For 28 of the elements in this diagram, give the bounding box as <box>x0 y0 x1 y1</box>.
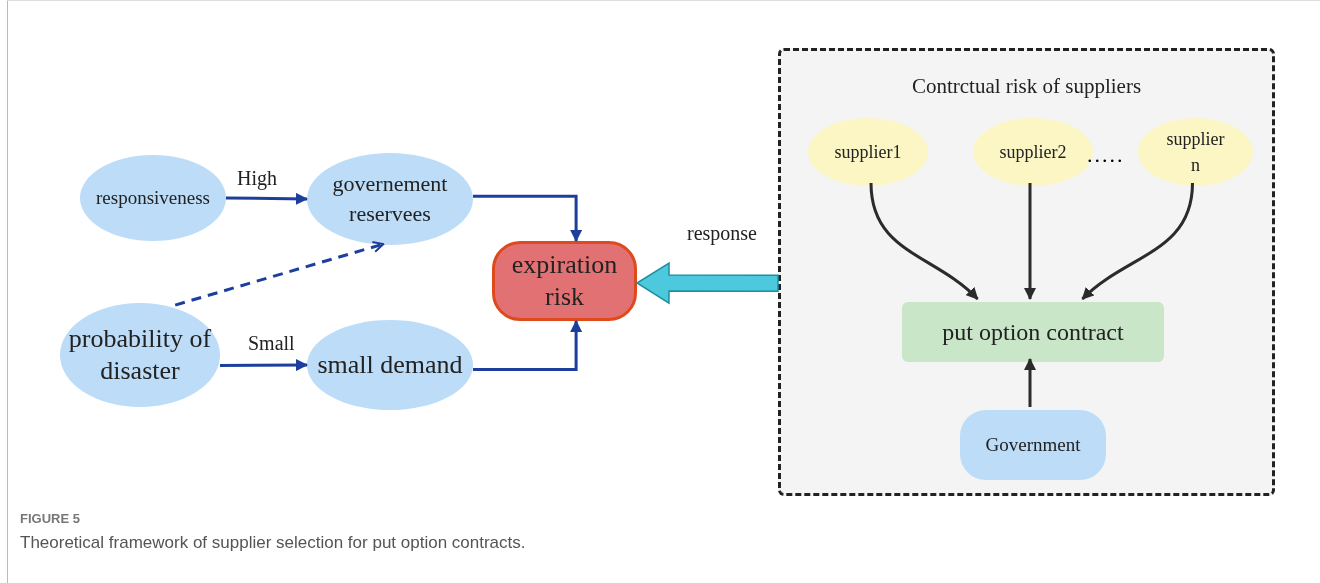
figure-caption: Theoretical framework of supplier selection for put option contracts. <box>20 532 526 554</box>
ellipsis-text: ..... <box>1087 141 1125 169</box>
arrow <box>174 241 385 307</box>
figure-number: FIGURE 5 <box>20 510 80 528</box>
node-text: governement reservees <box>331 170 449 228</box>
arrow <box>1081 182 1194 301</box>
arrow <box>869 182 979 301</box>
arrow <box>1024 358 1036 407</box>
arrow <box>1024 183 1036 300</box>
group-heading: Contrctual risk of suppliers <box>910 73 1143 100</box>
node-text: responsiveness <box>96 185 210 210</box>
arrow <box>473 194 583 242</box>
arrow <box>220 359 308 372</box>
node-text: expiration risk <box>511 249 618 313</box>
dashed-group-box <box>778 48 1275 496</box>
government-box <box>960 410 1106 480</box>
node-text: supplier n <box>1165 128 1226 177</box>
node-text: Government <box>985 432 1081 457</box>
contract-box <box>902 302 1164 362</box>
node-text: probability of disaster <box>67 323 213 387</box>
arrow <box>225 192 308 205</box>
node-text: put option contract <box>942 318 1124 347</box>
node-text: small demand <box>317 349 463 381</box>
node-text: supplier2 <box>999 140 1067 164</box>
block-arrow <box>635 261 779 305</box>
node-text: supplier1 <box>834 140 902 164</box>
arrow <box>473 320 583 371</box>
risk-box <box>492 241 637 321</box>
